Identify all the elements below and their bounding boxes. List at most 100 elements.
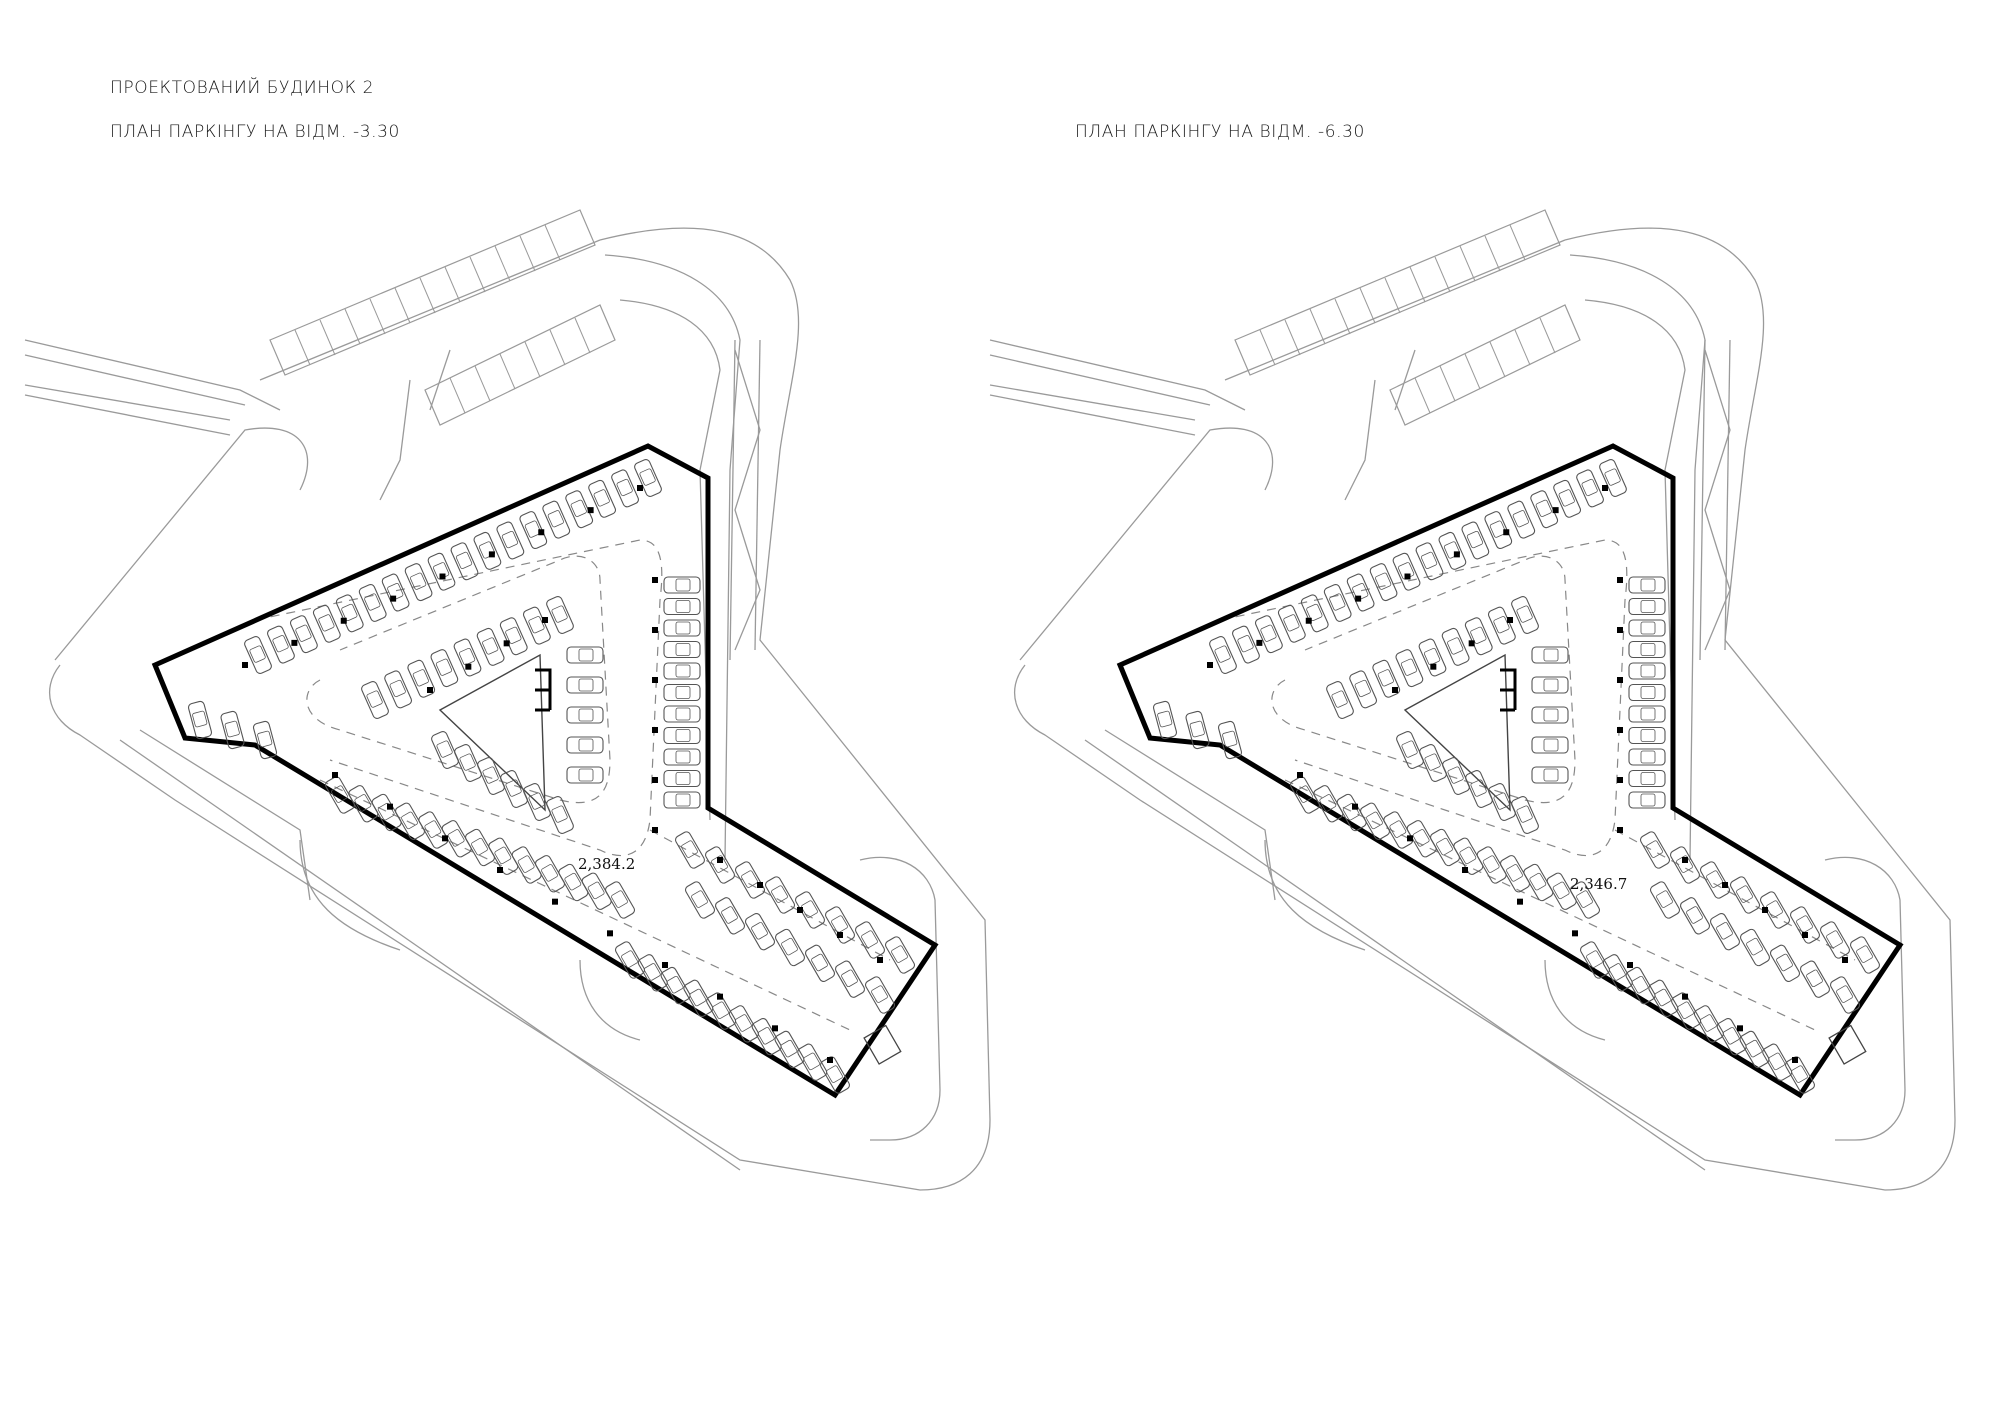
car <box>407 659 436 698</box>
car <box>1716 1017 1747 1056</box>
car <box>734 861 766 899</box>
car <box>1300 594 1329 633</box>
car <box>1453 837 1484 875</box>
car <box>1531 646 1569 664</box>
car <box>1576 469 1604 508</box>
car <box>1392 552 1421 591</box>
surface-parking-stalls <box>269 209 616 426</box>
car <box>1649 881 1681 919</box>
building-outer-wall <box>1116 443 1904 1099</box>
plan-title-level-minus-6-30: ПЛАН ПАРКІНГУ НА ВІДМ. -6.30 <box>1075 122 1365 142</box>
car <box>1499 855 1531 893</box>
car <box>441 820 472 858</box>
column <box>442 835 448 842</box>
site-context-lines <box>24 227 991 1191</box>
car <box>267 625 295 664</box>
car <box>1209 636 1237 674</box>
site-context-lines <box>989 227 1956 1191</box>
column <box>1305 617 1312 624</box>
column <box>1517 898 1523 905</box>
column <box>1722 882 1728 888</box>
car <box>500 770 528 808</box>
car <box>1372 659 1401 698</box>
car <box>1465 770 1493 808</box>
column <box>1407 835 1413 842</box>
car <box>1829 976 1861 1014</box>
car <box>1406 820 1437 858</box>
car <box>1254 615 1283 654</box>
car <box>335 594 364 633</box>
column <box>1392 687 1398 693</box>
car <box>1418 638 1447 677</box>
car <box>1464 617 1493 656</box>
car <box>1669 846 1701 884</box>
car <box>663 576 701 594</box>
car <box>663 726 701 745</box>
column <box>488 551 495 558</box>
car <box>496 521 525 560</box>
column <box>497 867 503 873</box>
car <box>488 837 519 875</box>
car <box>1625 966 1656 1005</box>
car <box>1729 876 1761 914</box>
car <box>706 992 737 1030</box>
entrance-box <box>863 1024 902 1065</box>
car <box>663 640 701 659</box>
column <box>772 1025 778 1032</box>
car <box>1438 531 1467 570</box>
column <box>1552 507 1559 514</box>
car <box>1476 846 1507 884</box>
car <box>819 1056 851 1094</box>
column <box>1792 1057 1798 1063</box>
column <box>1430 663 1437 670</box>
car <box>1628 619 1666 637</box>
car <box>1628 640 1666 659</box>
column <box>1842 957 1848 963</box>
car <box>604 881 636 919</box>
car <box>581 872 612 910</box>
column <box>439 573 446 580</box>
car <box>1323 583 1352 622</box>
column <box>1297 772 1303 778</box>
car <box>430 649 459 688</box>
car <box>614 941 646 979</box>
car <box>384 670 413 709</box>
car <box>1799 960 1831 998</box>
car <box>834 960 866 998</box>
drive-aisle <box>254 539 891 1031</box>
parking-plan-right <box>989 209 1956 1191</box>
car <box>1531 736 1569 754</box>
column <box>757 882 763 888</box>
car <box>663 748 701 766</box>
car <box>1648 979 1679 1018</box>
car <box>663 662 701 680</box>
car <box>674 831 706 869</box>
car <box>394 802 426 840</box>
car <box>511 846 542 884</box>
column <box>637 485 643 491</box>
car <box>1441 627 1470 666</box>
car <box>637 954 668 992</box>
car <box>1693 1005 1724 1043</box>
car <box>289 615 318 654</box>
car <box>1739 1030 1770 1069</box>
column <box>662 962 668 968</box>
column <box>827 1057 833 1063</box>
car <box>348 785 379 823</box>
car <box>1289 776 1321 814</box>
car <box>804 944 836 983</box>
car <box>450 542 479 581</box>
car <box>1511 596 1539 634</box>
column <box>1762 907 1768 913</box>
car <box>714 897 746 935</box>
car <box>1484 511 1513 550</box>
car <box>751 1017 782 1056</box>
column <box>542 617 548 623</box>
car <box>797 1043 828 1081</box>
car <box>1530 490 1559 529</box>
car <box>542 500 571 539</box>
car <box>1217 720 1243 760</box>
car <box>1628 769 1666 788</box>
car <box>523 783 551 821</box>
car <box>358 583 387 622</box>
